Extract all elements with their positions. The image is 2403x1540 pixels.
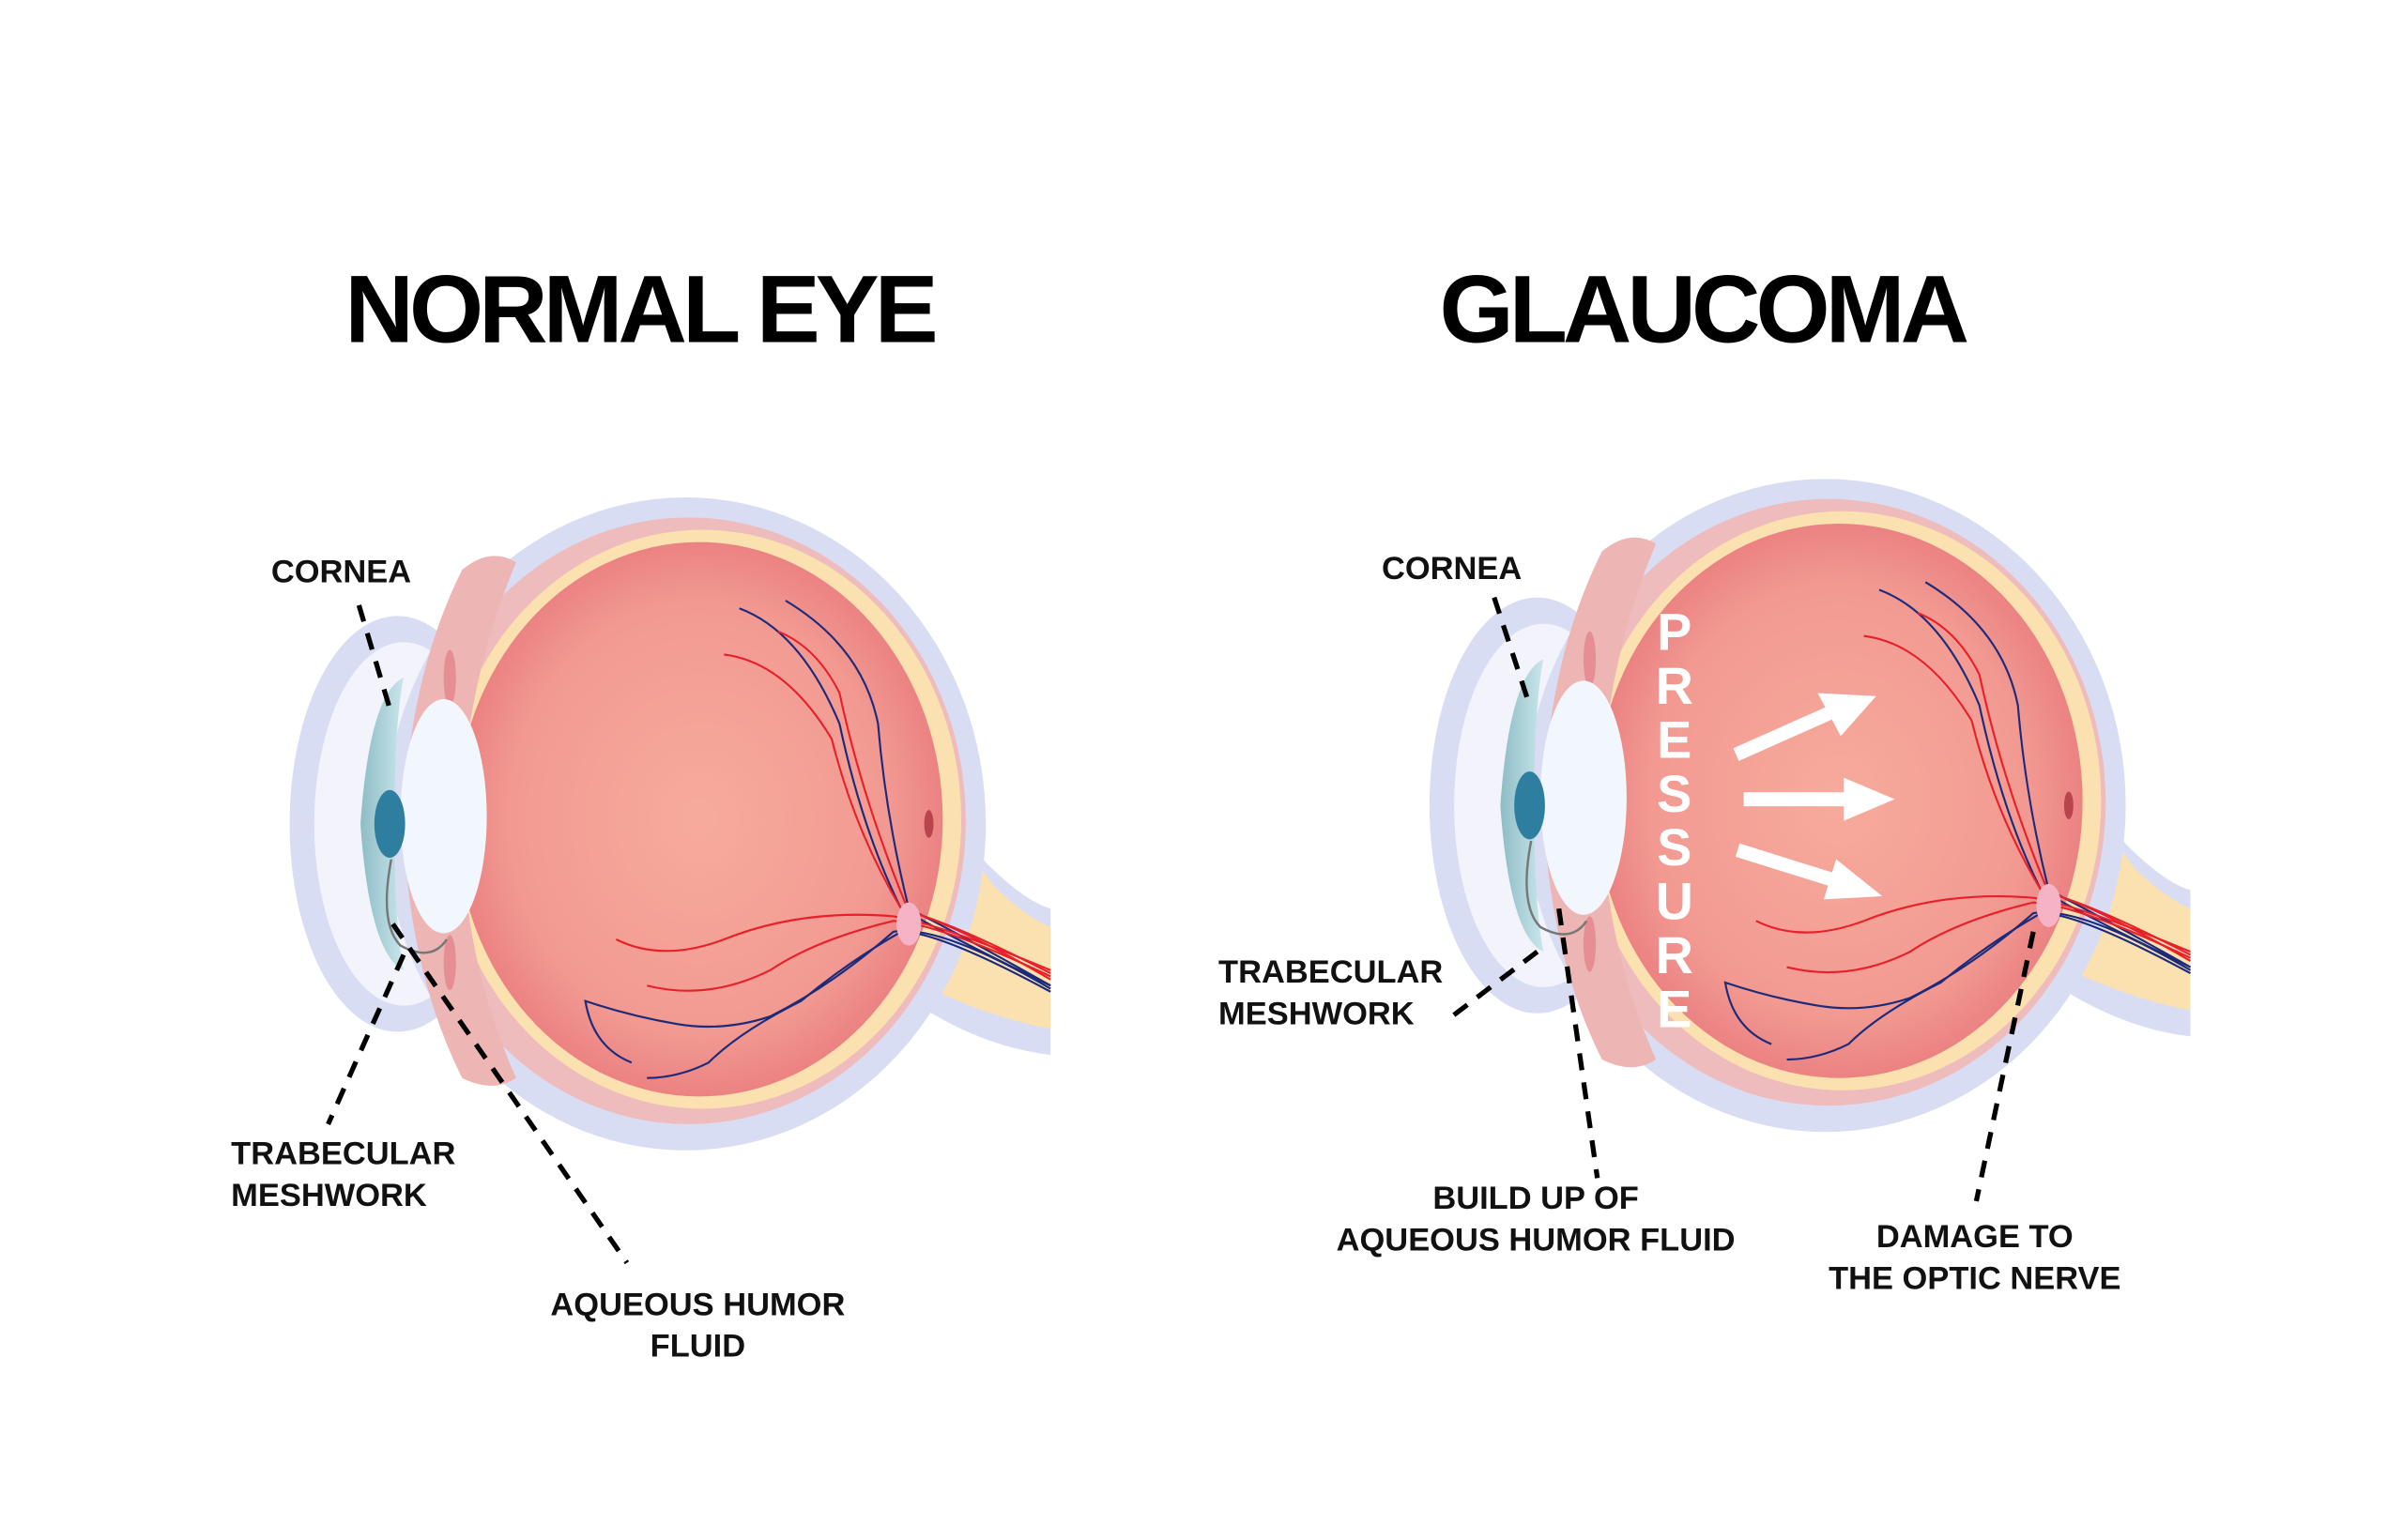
- pressure-letter: U: [1656, 872, 1693, 931]
- pressure-arrows: [1733, 693, 1895, 900]
- pressure-letter: R: [1656, 925, 1693, 984]
- label-cornea: CORNEA: [1382, 551, 1522, 587]
- trabecular-pointer: [326, 953, 406, 1125]
- pressure-letter: E: [1657, 980, 1691, 1039]
- pressure-letter: R: [1656, 656, 1693, 715]
- label-aqueous: AQUEOUS HUMOR: [550, 1287, 845, 1322]
- glaucoma-title: GLAUCOMA: [1439, 255, 1967, 362]
- label-fluid: FLUID: [650, 1329, 745, 1365]
- label-damage: DAMAGE TO: [1876, 1219, 2074, 1255]
- pressure-letter: E: [1657, 709, 1691, 769]
- cornea-pointer: [1492, 596, 1531, 702]
- label-meshwork: MESHWORK: [1218, 996, 1415, 1031]
- pressure-letter: S: [1657, 764, 1691, 823]
- label-trabecular: TRABECULAR: [231, 1136, 455, 1172]
- optic-nerve-pointer: [1973, 931, 2036, 1202]
- label-buildup: BUILD UP OF: [1432, 1181, 1638, 1216]
- arrow-right-head: [1844, 777, 1895, 821]
- buildup-pointer: [1556, 907, 1600, 1179]
- label-cornea: CORNEA: [271, 554, 411, 589]
- label-optic-nerve: THE OPTIC NERVE: [1829, 1261, 2120, 1297]
- pressure-letter: S: [1657, 817, 1691, 877]
- arrow-down-right-head: [1823, 859, 1883, 900]
- label-aqueous-fluid: AQUEOUS HUMOR FLUID: [1337, 1222, 1736, 1258]
- arrow-down-right-icon: [1735, 843, 1839, 888]
- label-trabecular: TRABECULAR: [1218, 954, 1443, 990]
- normal-eye-title: NORMAL EYE: [344, 255, 934, 362]
- arrow-up-right-head: [1817, 693, 1876, 737]
- normal-eye-illustration: [288, 496, 1052, 1152]
- aqueous-pointer: [390, 922, 630, 1265]
- trabecular-pointer: [1446, 950, 1539, 1022]
- label-meshwork: MESHWORK: [231, 1178, 427, 1213]
- pressure-letter: P: [1657, 602, 1691, 662]
- arrow-up-right-icon: [1733, 705, 1836, 761]
- cornea-pointer: [356, 604, 392, 709]
- pressure-text: P R E S S U R E: [1656, 602, 1693, 1039]
